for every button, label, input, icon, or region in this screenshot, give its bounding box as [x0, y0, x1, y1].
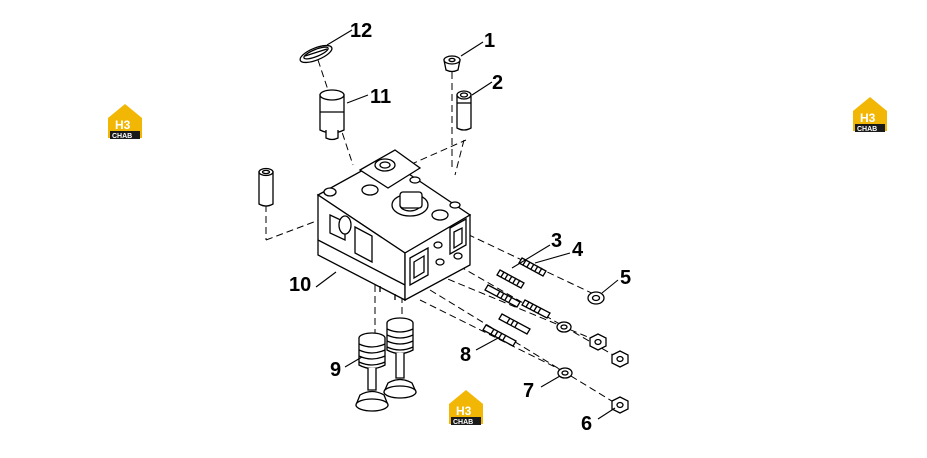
callout-4: 4 [572, 239, 584, 261]
callout-labels: 1 2 3 4 5 6 7 8 9 10 11 12 [289, 20, 631, 435]
stud-middle [484, 284, 551, 319]
callout-8: 8 [460, 344, 471, 366]
callout-12: 12 [350, 20, 372, 42]
part-12-cover [299, 44, 333, 64]
callout-6: 6 [581, 413, 592, 435]
part-9-valve-left [355, 332, 389, 412]
svg-text:CHAB: CHAB [112, 133, 132, 140]
part-4-stud [518, 257, 547, 277]
dowel-pin [258, 167, 274, 207]
callout-2: 2 [492, 72, 503, 94]
leader-lines [315, 29, 619, 420]
callout-1: 1 [484, 30, 495, 52]
callout-5: 5 [620, 267, 631, 289]
part-7-washer [557, 367, 573, 379]
part-6-nut [611, 396, 629, 414]
callout-7: 7 [523, 380, 534, 402]
svg-text:CHAB: CHAB [857, 126, 877, 133]
nut-middle [589, 333, 607, 351]
svg-text:H3: H3 [456, 404, 472, 418]
part-8-stud [482, 313, 531, 347]
callout-11: 11 [370, 86, 391, 108]
watermark-logo-right: H3 CHAB [853, 97, 887, 133]
svg-text:H3: H3 [115, 118, 131, 132]
part-5-washer [587, 291, 605, 305]
part-9-valve-right [383, 317, 417, 399]
part-2-bushing [456, 90, 472, 131]
watermark-logo-bottom: H3 CHAB [449, 390, 483, 426]
svg-text:H3: H3 [860, 111, 876, 125]
part-10-cylinder-head [316, 149, 472, 302]
part-3-stud [496, 269, 525, 289]
nut-right [611, 350, 629, 368]
part-11-sleeve [319, 89, 345, 141]
callout-3: 3 [551, 230, 562, 252]
callout-10: 10 [289, 274, 311, 296]
watermark-logo-left: H3 CHAB [108, 104, 142, 140]
part-1-nut [443, 55, 461, 73]
callout-9: 9 [330, 359, 341, 381]
svg-text:CHAB: CHAB [453, 419, 473, 426]
washer-middle [556, 321, 572, 333]
